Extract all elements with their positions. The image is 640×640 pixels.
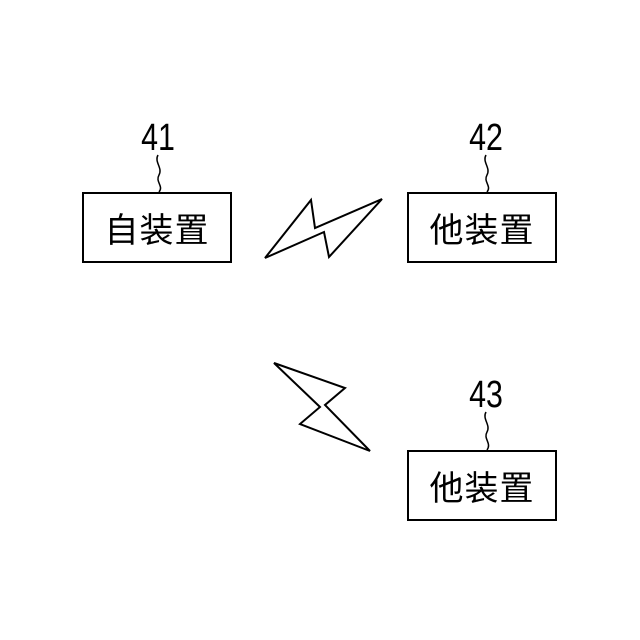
device-box-other-42: 他装置 (407, 192, 557, 263)
device-box-other-43: 他装置 (407, 450, 557, 521)
wireless-link-icon (274, 363, 370, 451)
leader-line-43 (485, 412, 489, 450)
device-label: 他装置 (430, 203, 535, 252)
leader-line-41 (157, 155, 161, 192)
device-box-self: 自装置 (82, 192, 232, 263)
device-label: 自装置 (105, 203, 210, 252)
device-label: 他装置 (430, 461, 535, 510)
reference-numeral-41: 41 (134, 118, 182, 158)
reference-numeral-42: 42 (462, 118, 510, 158)
wireless-link-icon (265, 199, 382, 258)
reference-numeral-43: 43 (462, 375, 510, 415)
leader-line-42 (485, 155, 489, 192)
